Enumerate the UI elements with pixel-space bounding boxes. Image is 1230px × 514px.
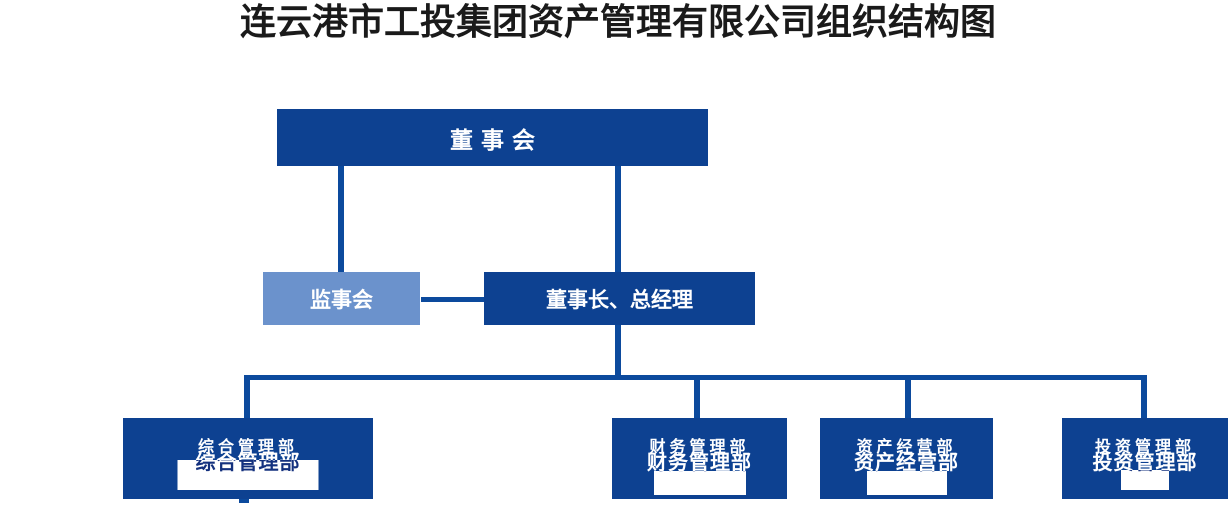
dept-label: 投资管理部 [1094,437,1195,456]
connector-drop-dept-3 [905,380,911,418]
node-label: 监事会 [310,287,373,312]
dept-label-ghost: 财务管理部 [654,471,746,475]
node-chairman-general-manager: 董事长、总经理 [484,272,755,325]
connector-board-to-chairman [615,166,621,272]
node-dept-general-management: 综合管理部 综合管理部 综合管理部 [123,418,373,499]
dept-label: 财务管理部 [649,437,750,456]
node-dept-investment-management: 投资管理部 投资管理部 投资管理部 [1062,418,1228,499]
node-dept-financial-management: 财务管理部 财务管理部 财务管理部 [612,418,787,499]
glitch-white-overlay: 财务管理部 [653,471,746,495]
connector-chairman-to-bus [615,325,621,375]
connector-drop-dept-1 [244,380,250,418]
glitch-white-overlay: 投资管理部 [1121,470,1169,490]
dept-label-ghost: 资产经营部 [867,471,947,475]
glitch-white-overlay: 综合管理部 [177,460,319,490]
node-board-of-directors: 董 事 会 [277,109,708,166]
connector-drop-dept-4 [1141,380,1147,418]
dept-label-echo: 资产经营部 [854,450,959,474]
connector-horizontal-bus [244,375,1147,380]
node-dept-asset-operation: 资产经营部 资产经营部 资产经营部 [820,418,993,499]
dept-label: 综合管理部 [197,437,298,456]
connector-supervisory-chairman [421,297,484,302]
connector-board-to-supervisory [338,166,344,272]
node-supervisory-board: 监事会 [263,272,420,325]
dept-label-ghost: 投资管理部 [1121,470,1169,475]
dept-label-ghost: 综合管理部 [195,460,301,474]
node-label: 董事长、总经理 [546,287,693,312]
org-chart-title: 连云港市工投集团资产管理有限公司组织结构图 [239,2,997,43]
node-label: 董 事 会 [449,127,535,154]
glitch-dash [239,499,249,503]
connector-drop-dept-2 [694,380,700,418]
dept-label: 资产经营部 [856,437,957,456]
dept-label-echo: 财务管理部 [647,450,752,474]
glitch-white-overlay: 资产经营部 [866,471,947,495]
